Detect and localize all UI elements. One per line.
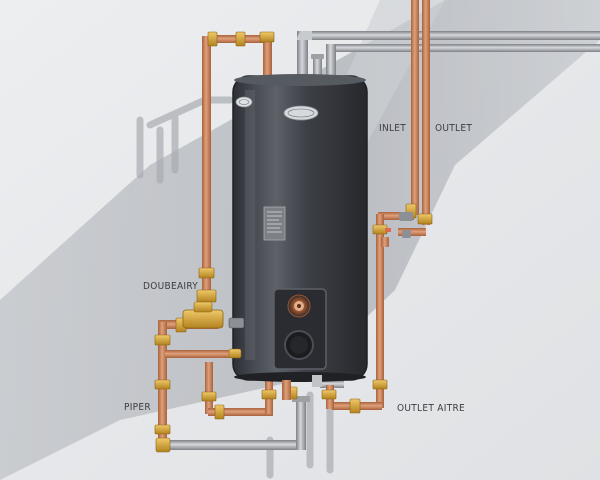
- piper-label: PIPER: [124, 402, 151, 413]
- bottom-connector: [312, 375, 322, 387]
- outlet-aitre-label: OUTLET AITRE: [397, 403, 466, 414]
- small-logo-icon: [235, 96, 253, 108]
- gray-pipes: [166, 31, 600, 450]
- bottom-connector: [282, 380, 291, 400]
- inlet-label: INLET: [379, 123, 407, 134]
- control-panel: [273, 288, 327, 370]
- doubeairy-label: DOUBEAIRY: [143, 281, 199, 292]
- outlet-label: OUTLET: [435, 123, 473, 134]
- access-port-icon: [284, 330, 314, 360]
- brand-logo-icon: [283, 105, 319, 121]
- thermostat-dial-icon: [287, 294, 311, 318]
- inlet-fittings: [381, 212, 413, 247]
- valve-icon: [182, 301, 245, 359]
- brass-fittings: [154, 31, 433, 453]
- water-heater-tank: [232, 74, 368, 382]
- rating-plate-icon: [263, 206, 286, 241]
